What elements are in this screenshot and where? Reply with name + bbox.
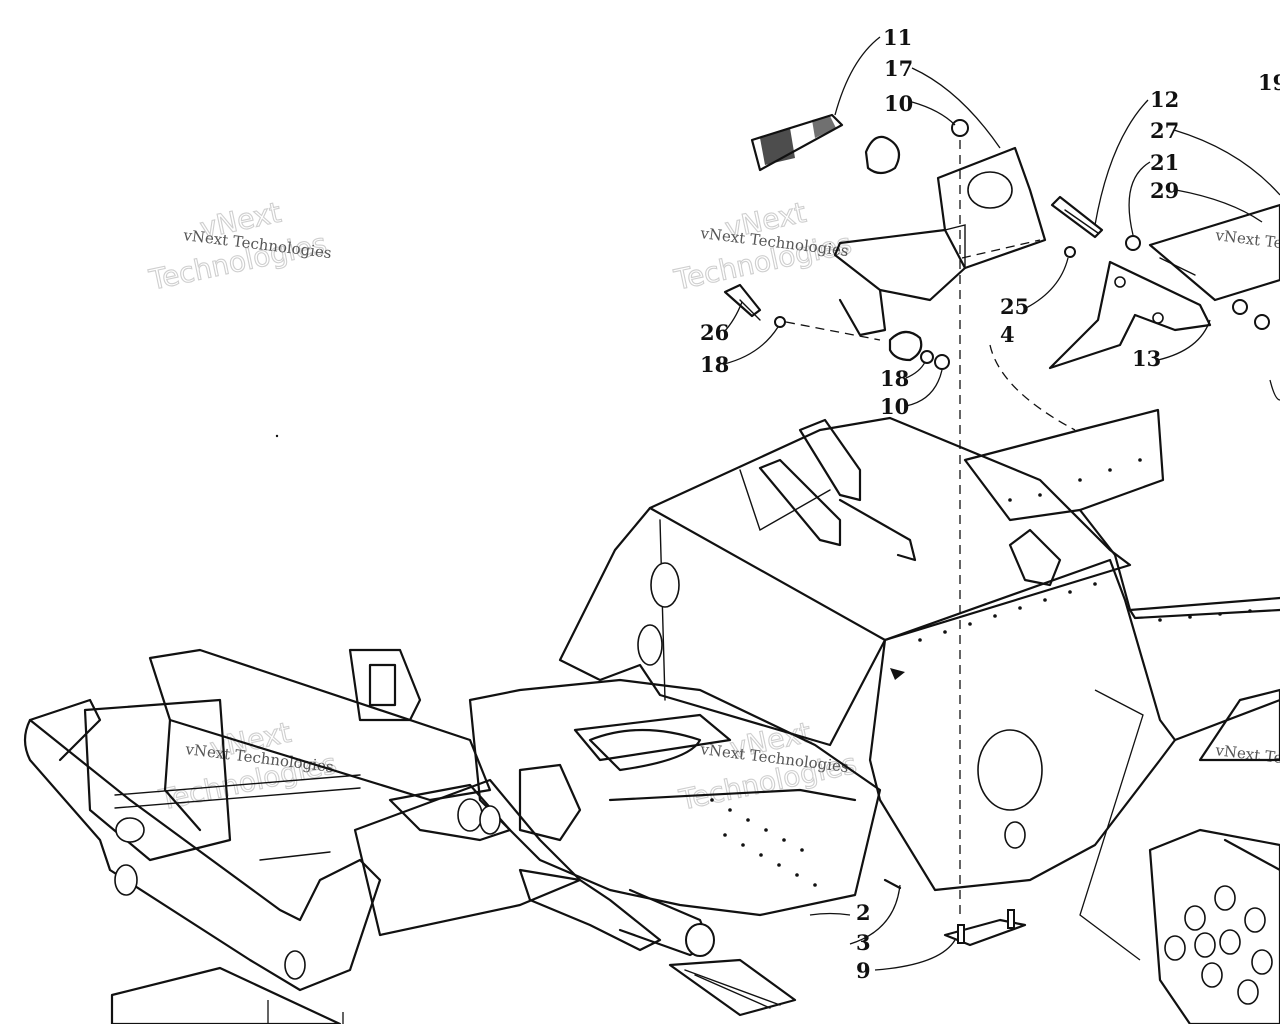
frame-lower-pan [353,678,882,957]
part-17-bracket [833,146,1047,337]
washer-25 [1064,246,1076,258]
frame-main-body [558,416,1280,892]
frame-footrest-plates [110,958,797,1024]
callout-3: 3 [856,930,871,955]
callout-2: 2 [856,900,871,925]
washer-18-left [774,316,786,328]
callout-4: 4 [1000,322,1015,347]
rivets [710,458,1252,887]
nut-right-2 [1254,314,1270,330]
callout-27: 27 [1150,118,1179,143]
callout-18-right: 18 [880,366,909,391]
callout-21: 21 [1150,150,1179,175]
nut-10 [934,354,950,370]
callout-10-top: 10 [884,91,913,116]
callout-17: 17 [884,56,913,81]
stray-dot [275,434,279,438]
callout-13: 13 [1132,346,1161,371]
bolt-12 [1050,195,1104,239]
frame-rear-tunnel [963,408,1280,620]
callout-25: 25 [1000,294,1029,319]
nut-right-1 [1232,299,1248,315]
callout-18-left: 18 [700,352,729,377]
part-washer-top [864,135,901,175]
bolt-26 [723,283,762,321]
frame-right-footrest [1148,688,1280,1024]
callout-12: 12 [1150,87,1179,112]
part-13-bracket [1048,260,1212,370]
washer-18 [920,350,934,364]
arrow-marker [890,668,905,680]
nut-10-top [951,119,969,137]
leader-lines [267,36,1280,1024]
alignment-lines [785,140,1076,920]
callout-9: 9 [856,958,871,983]
frame-front-bumper [23,648,582,992]
callout-19: 19 [1258,70,1280,95]
callout-11: 11 [883,25,912,50]
part-9-plate [943,909,1027,947]
part-11-plate [750,113,844,172]
watermark-text-5: vNext Technologies [1214,226,1280,262]
part-29-plate [1148,203,1280,302]
nut-21 [1125,235,1141,251]
callout-10-bottom: 10 [880,394,909,419]
rivet-3 [883,878,902,890]
callout-29: 29 [1150,178,1179,203]
part-small-tab [888,330,923,362]
callout-26: 26 [700,320,729,345]
